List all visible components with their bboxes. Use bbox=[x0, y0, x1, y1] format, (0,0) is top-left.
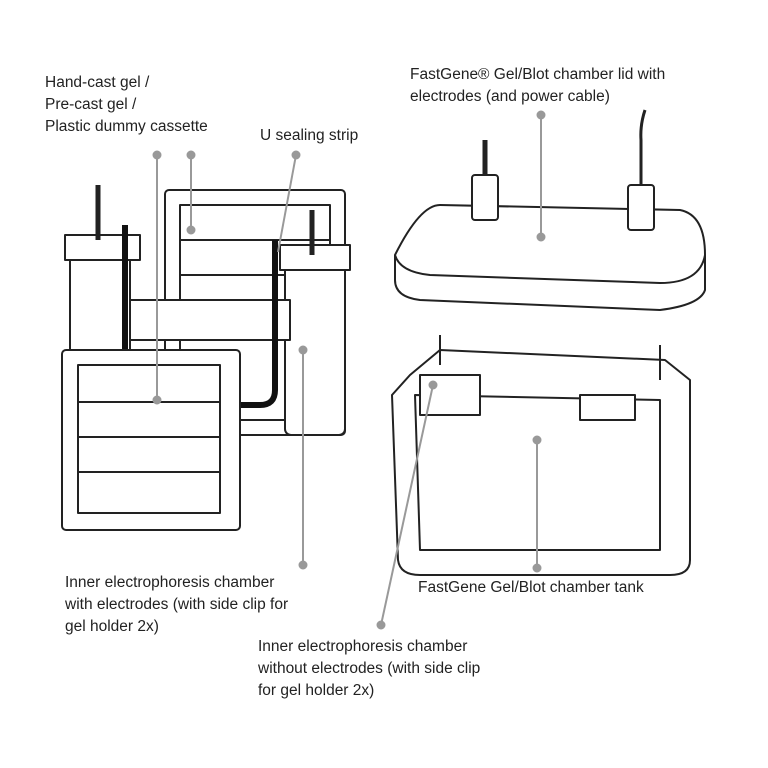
label-line: without electrodes (with side clip bbox=[258, 660, 481, 677]
label-line: U sealing strip bbox=[260, 127, 359, 144]
label-line: electrodes (and power cable) bbox=[410, 88, 610, 105]
label-line: Inner electrophoresis chamber bbox=[65, 574, 275, 591]
label-line: FastGene Gel/Blot chamber tank bbox=[418, 579, 644, 596]
label-chamber-lid: FastGene® Gel/Blot chamber lid with elec… bbox=[410, 64, 665, 108]
label-line: for gel holder 2x) bbox=[258, 682, 375, 699]
front-gel-cassette bbox=[61, 349, 241, 531]
label-line: Pre-cast gel / bbox=[45, 96, 137, 113]
chamber-tank bbox=[391, 335, 691, 576]
label-line: FastGene® Gel/Blot chamber lid with bbox=[410, 66, 666, 83]
label-gel-cassette: Hand-cast gel / Pre-cast gel / Plastic d… bbox=[45, 72, 208, 138]
leader-lines bbox=[152, 110, 546, 630]
label-line: Plastic dummy cassette bbox=[45, 118, 208, 135]
label-line: with electrodes (with side clip for bbox=[65, 596, 289, 613]
chamber-lid bbox=[394, 109, 706, 311]
label-u-sealing-strip: U sealing strip bbox=[260, 125, 358, 147]
label-inner-chamber-with-electrodes: Inner electrophoresis chamber with elect… bbox=[65, 572, 288, 638]
label-line: gel holder 2x) bbox=[65, 618, 159, 635]
label-line: Inner electrophoresis chamber bbox=[258, 638, 468, 655]
label-chamber-tank: FastGene Gel/Blot chamber tank bbox=[418, 577, 644, 599]
label-line: Hand-cast gel / bbox=[45, 74, 150, 91]
label-inner-chamber-without-electrodes: Inner electrophoresis chamber without el… bbox=[258, 636, 480, 702]
